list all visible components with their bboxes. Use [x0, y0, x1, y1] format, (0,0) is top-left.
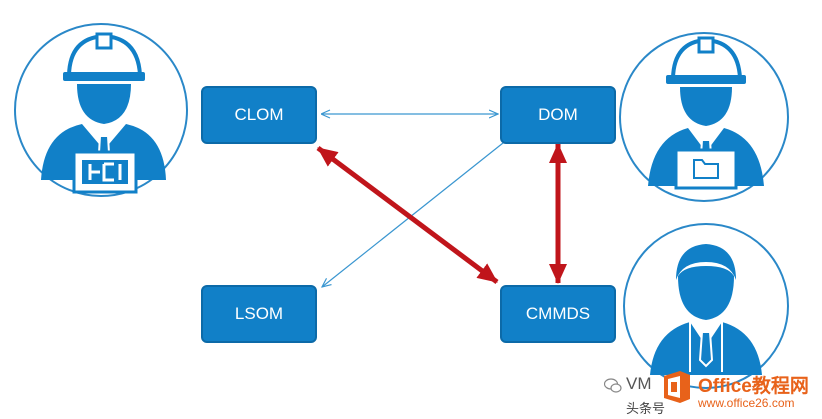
dom-node: DOM: [500, 86, 616, 144]
watermark-url: www.office26.com: [698, 396, 795, 410]
cmmds-label: CMMDS: [525, 304, 591, 323]
arrow-clom-cmmds: [316, 145, 499, 285]
watermark-toutiao-text: 头条号: [626, 401, 666, 416]
engineer-with-hardhat-and-folder-icon: [619, 32, 789, 202]
clom-node: CLOM: [201, 86, 317, 144]
watermark-vm-text: VM: [626, 374, 652, 393]
lsom-node: LSOM: [201, 285, 317, 343]
clom-label: CLOM: [234, 105, 284, 124]
watermark-site-name: Office教程网: [698, 376, 809, 397]
lsom-label: LSOM: [234, 304, 284, 323]
wechat-icon: [604, 378, 622, 393]
office-logo-icon: [664, 371, 690, 403]
dom-label: DOM: [538, 105, 578, 124]
businessman-with-tie-icon: [623, 223, 789, 389]
engineer-with-hardhat-and-chip-icon: [14, 23, 188, 197]
cmmds-node: CMMDS: [500, 285, 616, 343]
